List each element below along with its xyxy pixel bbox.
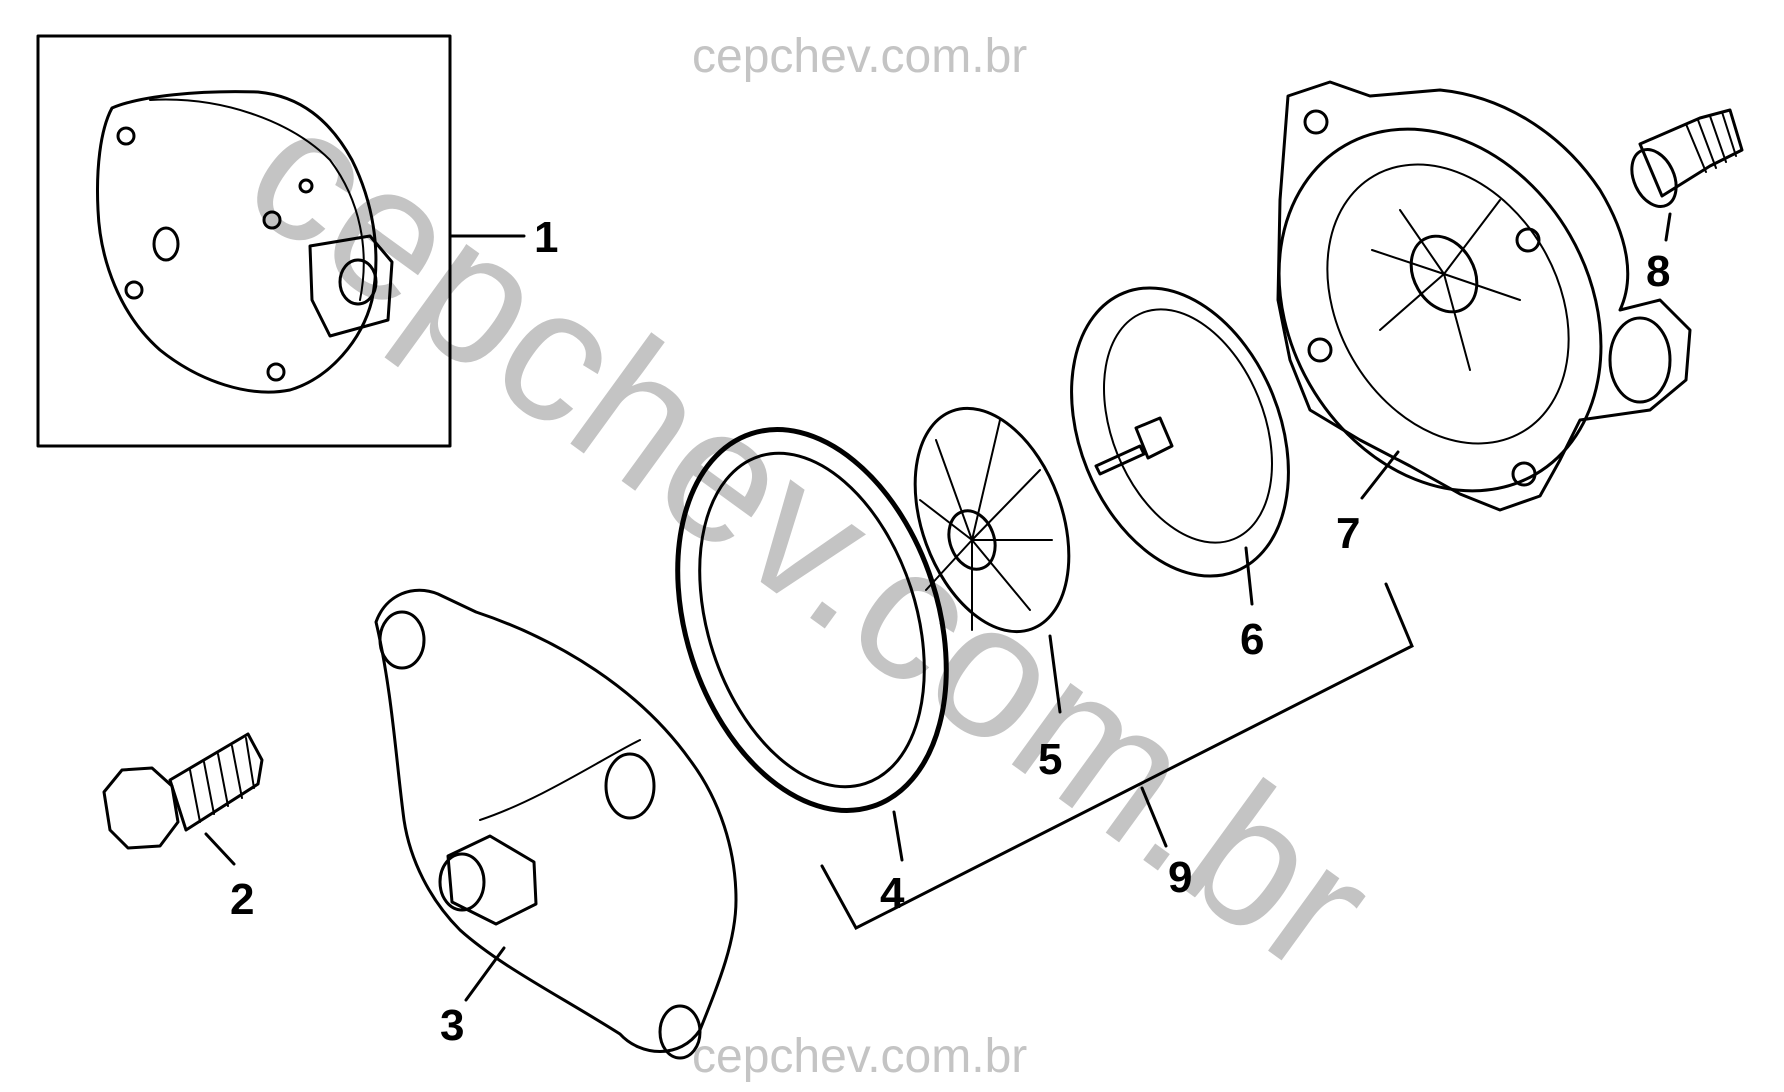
part-3-cover: 3 (374, 588, 738, 1060)
diaphragm-pin-collar (1134, 416, 1174, 460)
cover-inlet-port (438, 852, 486, 912)
fitting-body (1638, 108, 1744, 198)
watermark-header: cepchev.com.br (692, 30, 1027, 83)
callout-5: 5 (1038, 735, 1062, 784)
pump-body-outline (1276, 80, 1692, 512)
pump-body-bolt-hole (1515, 227, 1541, 253)
assembly-bolt-hole (116, 126, 136, 146)
leader-7 (1360, 450, 1400, 500)
gasket-outer (675, 427, 949, 813)
pump-body-bolt-hole (1307, 337, 1333, 363)
assembly-inlet-nipple (152, 226, 180, 262)
watermark-diagonal: cepchev.com.br (211, 62, 1409, 1014)
cover-bolt-hole (378, 610, 426, 670)
assembly-outlet-port (338, 258, 378, 306)
gasket-inner (698, 451, 926, 789)
leader-6 (1244, 546, 1254, 606)
diaphragm-pin (1094, 444, 1146, 476)
cover-inlet-boss (446, 834, 538, 926)
leader-3 (464, 946, 506, 1002)
impeller-disc (913, 406, 1071, 634)
part-4-gasket: 4 (675, 427, 949, 918)
callout-7: 7 (1336, 509, 1360, 558)
callout-6: 6 (1240, 615, 1264, 664)
leader-9 (1140, 786, 1168, 848)
part-6-diaphragm: 6 (1070, 286, 1290, 664)
diaphragm-outer (1070, 286, 1290, 578)
leader-5 (1048, 634, 1062, 714)
bolt-head (102, 766, 180, 850)
callout-2: 2 (230, 875, 254, 924)
pump-body-bolt-hole (1511, 461, 1537, 487)
part-9-kit-bracket: 9 (820, 582, 1414, 930)
assembly-fitting (298, 178, 314, 194)
bolt-threads (189, 737, 255, 823)
part-2-bolt: 2 (102, 732, 264, 924)
cover-detail-line (479, 739, 641, 821)
fitting-threads (1685, 111, 1737, 173)
callout-9: 9 (1168, 853, 1192, 902)
leader-8 (1664, 212, 1672, 242)
pump-body-hub (1409, 234, 1479, 314)
callout-1: 1 (534, 213, 558, 262)
leader-4 (892, 810, 904, 862)
callout-8: 8 (1646, 247, 1670, 296)
diaphragm-inner (1103, 308, 1273, 544)
inset-frame (36, 34, 452, 448)
watermark-footer: cepchev.com.br (692, 1030, 1027, 1083)
leader-2 (204, 832, 236, 866)
assembly-bolt-hole (262, 210, 282, 230)
part-7-pump-body: 7 (1276, 80, 1692, 558)
cover-bolt-hole (658, 1004, 702, 1060)
pump-body-vanes (1371, 199, 1521, 371)
part-8-fitting: 8 (1630, 108, 1744, 296)
cover-outline (374, 588, 738, 1053)
callout-3: 3 (440, 1001, 464, 1050)
pump-body-outlet-port (1608, 316, 1672, 404)
pump-body-bolt-hole (1303, 109, 1329, 135)
assembly-bolt-hole (124, 280, 144, 300)
part-1-assembly-inset: 1 (36, 34, 558, 448)
assembly-bolt-hole (266, 362, 286, 382)
fitting-end (1630, 148, 1678, 208)
part-5-impeller: 5 (913, 406, 1071, 784)
impeller-vanes (919, 419, 1053, 631)
cover-outlet-port (604, 752, 656, 820)
assembly-housing-rim (149, 98, 365, 301)
assembly-housing (96, 90, 378, 394)
bolt-shank (168, 732, 264, 832)
kit-bracket (820, 582, 1414, 930)
assembly-outlet-boss (308, 234, 394, 338)
pump-body-inner-ring (1326, 163, 1570, 445)
